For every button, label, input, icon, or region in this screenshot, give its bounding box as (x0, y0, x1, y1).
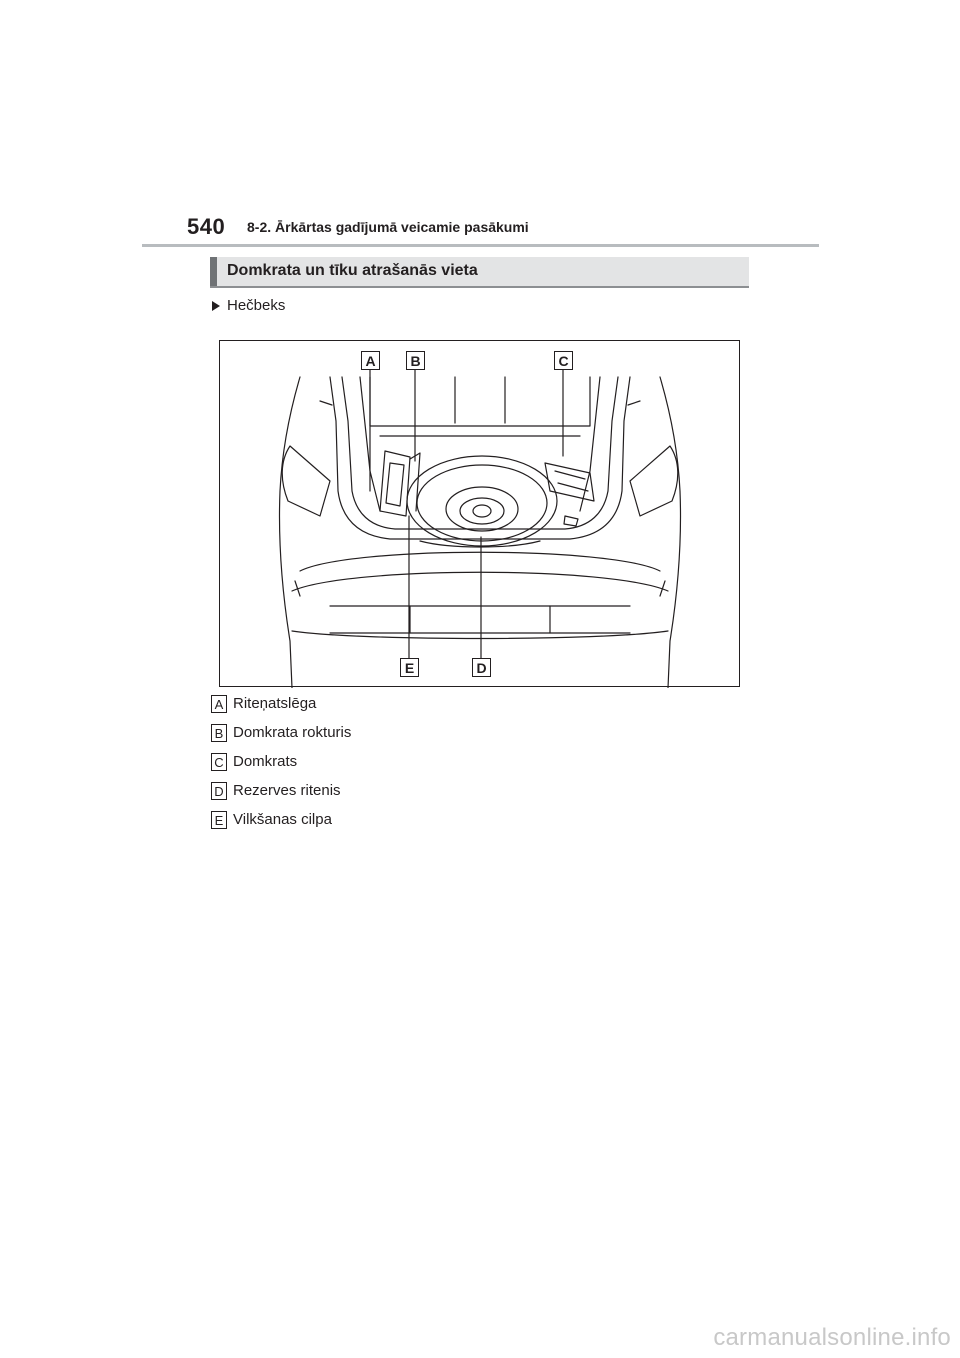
legend-label: Vilkšanas cilpa (233, 811, 332, 828)
legend-item: B Domkrata rokturis (211, 718, 351, 747)
callout-c: C (554, 351, 573, 370)
callout-a: A (361, 351, 380, 370)
car-rear-drawing (278, 369, 682, 688)
luggage-compartment-illustration: A B C E D (219, 340, 740, 688)
legend-key: B (211, 723, 227, 742)
legend-label: Domkrata rokturis (233, 724, 352, 741)
section-heading: Domkrata un tīku atrašanās vieta (227, 262, 478, 279)
heading-accent-bar (210, 257, 217, 286)
subheading-text: Hečbeks (227, 297, 286, 314)
legend-label: Rezerves ritenis (233, 782, 341, 799)
header-rule (142, 244, 819, 247)
legend-item: A Riteņatslēga (211, 689, 351, 718)
triangle-bullet-icon (212, 300, 220, 311)
section-heading-box: Domkrata un tīku atrašanās vieta (210, 257, 749, 288)
page-number: 540 (187, 214, 226, 239)
subheading: Hečbeks (212, 297, 285, 314)
legend-item: D Rezerves ritenis (211, 776, 351, 805)
callout-b: B (406, 351, 425, 370)
legend-item: E Vilkšanas cilpa (211, 805, 351, 834)
legend-key: A (211, 694, 227, 713)
legend-key: D (211, 781, 227, 800)
callout-e: E (400, 658, 419, 677)
legend-key: E (211, 810, 227, 829)
section-title: 8-2. Ārkārtas gadījumā veicamie pasākumi (247, 219, 529, 235)
legend-label: Riteņatslēga (233, 695, 317, 712)
callout-d: D (472, 658, 491, 677)
legend-key: C (211, 752, 227, 771)
legend-label: Domkrats (233, 753, 298, 770)
watermark: carmanualsonline.info (713, 1324, 951, 1351)
legend-list: A Riteņatslēga B Domkrata rokturis C Dom… (211, 689, 351, 834)
legend-item: C Domkrats (211, 747, 351, 776)
